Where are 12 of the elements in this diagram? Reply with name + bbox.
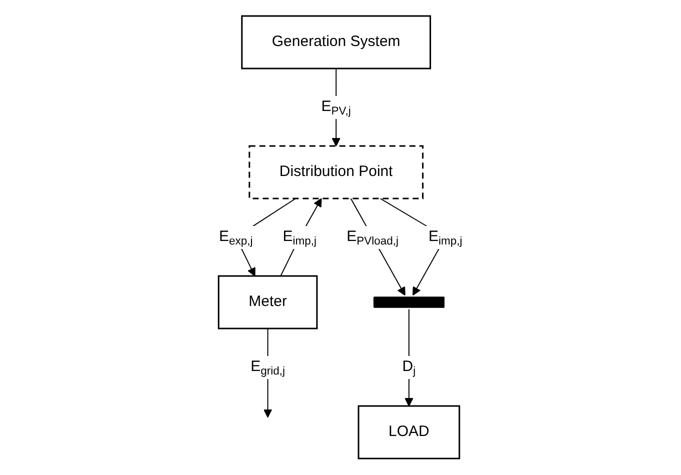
edge-label: E$_{exp,j}$ (218, 228, 253, 248)
node-box (248, 146, 424, 200)
edge-label: D$_{j}$ (402, 358, 416, 378)
edge-label: E$_{PV,j}$ (321, 98, 351, 118)
node-box (218, 276, 318, 330)
arrow (404, 309, 414, 407)
edge-label: E$_{PVload,j}$ (346, 228, 398, 248)
edge-label: E$_{imp,j}$ (282, 228, 316, 248)
node-box (358, 406, 460, 460)
node-box (241, 16, 431, 70)
edge-label: E$_{imp,j}$ (428, 228, 462, 248)
edge-label: E$_{grid,j}$ (250, 358, 285, 378)
